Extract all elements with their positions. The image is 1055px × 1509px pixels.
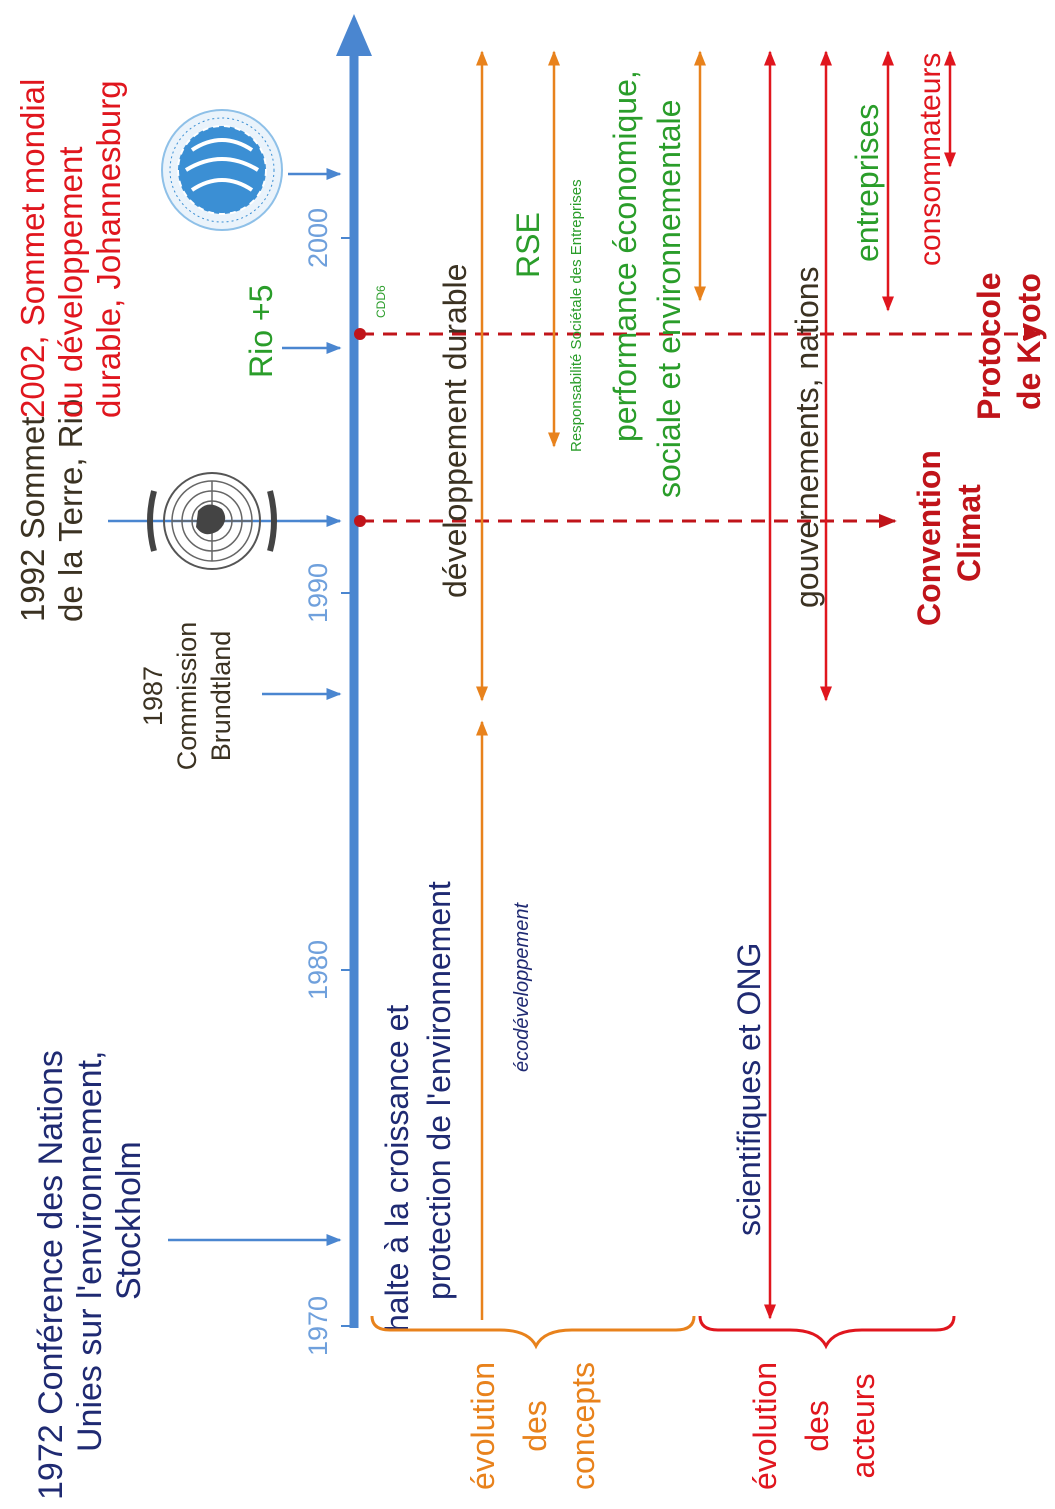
concepts-brace: [370, 1315, 696, 1350]
brundtland-line-1: 1987: [138, 666, 168, 726]
brundtland-line-2: Commission: [172, 622, 202, 771]
concepts-label-2: des: [517, 1400, 553, 1452]
ecodeveloppement-label: écodéveloppement: [511, 902, 533, 1072]
wssd-emblem: [161, 109, 283, 231]
performance-line-2: sociale et environnementale: [651, 100, 687, 498]
year-label-1980: 1980: [303, 940, 333, 1000]
stockholm-line-3: Stockholm: [110, 1141, 148, 1300]
kyoto-line-2: de Kyoto: [1011, 273, 1047, 410]
year-label-1970: 1970: [303, 1296, 333, 1356]
kyoto-line-1: Protocole: [971, 272, 1007, 420]
concepts-label-1: évolution: [465, 1362, 501, 1490]
year-label-2000: 2000: [303, 208, 333, 268]
entreprises-label: entreprises: [849, 104, 885, 262]
rio-line-1: 1992 Sommet: [14, 417, 51, 622]
stockholm-line-2: Unies sur l'environnement,: [71, 1051, 109, 1452]
concepts-label-3: concepts: [565, 1362, 601, 1490]
convention-line-2: Climat: [951, 484, 987, 582]
acteurs-label-1: évolution: [747, 1362, 783, 1490]
performance-line-1: performance économique,: [607, 70, 643, 442]
acteurs-label-2: des: [799, 1400, 835, 1452]
johannesburg-line-1: 2002, Sommet mondial: [14, 79, 51, 418]
devdurable-label: développement durable: [437, 264, 473, 598]
time-axis: [336, 14, 372, 1328]
acteurs-brace: [698, 1315, 956, 1350]
johannesburg-line-2: du développement: [52, 146, 89, 418]
cdd6-label: CDD6: [374, 285, 388, 318]
rse-full-label: Responsabilité Sociétale des Entreprises: [568, 179, 585, 452]
convention-line-1: Convention: [911, 450, 947, 626]
rse-label: RSE: [510, 212, 546, 278]
johannesburg-line-3: durable, Johannesburg: [90, 80, 127, 418]
stockholm-line-1: 1972 Conférence des Nations: [32, 1050, 70, 1500]
rio5-label: Rio +5: [243, 285, 279, 378]
rio-marker: [354, 515, 366, 527]
halte-line-2: protection de l'environnement: [421, 881, 457, 1300]
gouvernements-label: gouvernements, nations: [789, 266, 825, 608]
kyoto-marker: [354, 328, 366, 340]
brundtland-line-3: Brundtland: [206, 631, 236, 762]
consommateurs-label: consommateurs: [914, 53, 947, 266]
un-emblem: [147, 472, 277, 570]
scientifiques-label: scientifiques et ONG: [731, 943, 767, 1236]
rio-line-2: de la Terre, Rio: [52, 399, 89, 622]
year-label-1990: 1990: [303, 563, 333, 623]
axis-arrowhead: [336, 14, 372, 56]
acteurs-label-3: acteurs: [845, 1374, 881, 1479]
halte-line-1: halte à la croissance et: [379, 1005, 415, 1332]
